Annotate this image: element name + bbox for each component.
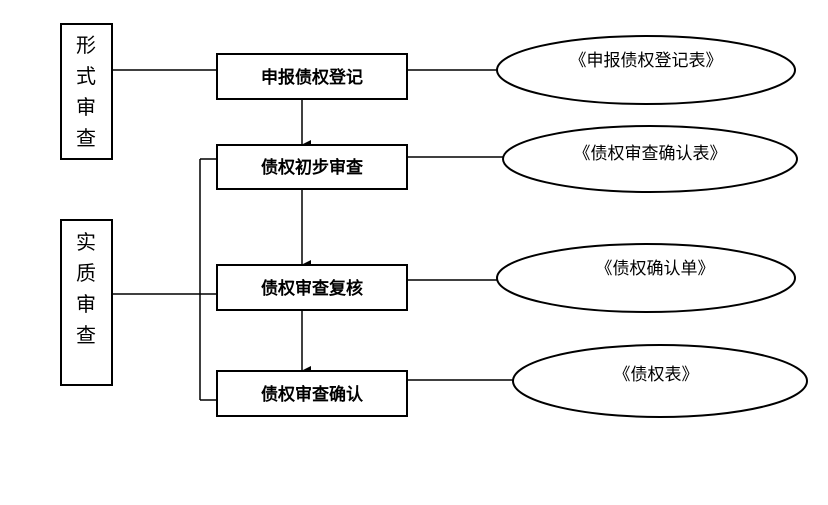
document-label: 《债权表》 bbox=[614, 365, 699, 385]
step-label: 申报债权登记 bbox=[261, 67, 363, 88]
step-box-4 bbox=[216, 370, 408, 417]
side-char: 审 bbox=[76, 95, 96, 119]
step-label: 债权审查确认 bbox=[261, 384, 364, 405]
connectors bbox=[112, 69, 513, 401]
side-char: 查 bbox=[76, 323, 96, 347]
document-ellipse-3 bbox=[496, 243, 796, 313]
side-char: 查 bbox=[76, 126, 96, 150]
document-label: 《债权审查确认表》 bbox=[574, 144, 727, 164]
step-box-2 bbox=[216, 144, 408, 190]
side-box-formal-review bbox=[60, 23, 113, 160]
document-label: 《申报债权登记表》 bbox=[570, 51, 723, 71]
side-group-formal-review: 形 式 审 查 bbox=[60, 23, 113, 160]
side-group-substantive-review: 实 质 审 查 bbox=[60, 219, 113, 386]
process-steps: 申报债权登记 债权初步审查 债权审查复核 债权审查确认 bbox=[216, 53, 408, 417]
side-char: 式 bbox=[76, 64, 96, 88]
step-label: 债权审查复核 bbox=[261, 278, 363, 299]
side-char: 实 bbox=[76, 230, 96, 254]
document-ellipse-4 bbox=[512, 344, 808, 418]
document-label: 《债权确认单》 bbox=[596, 259, 715, 279]
side-box-substantive-review bbox=[60, 219, 113, 386]
side-char: 质 bbox=[76, 261, 96, 285]
document-ellipse-1 bbox=[496, 35, 796, 105]
step-label: 债权初步审查 bbox=[261, 157, 364, 178]
side-char: 审 bbox=[76, 292, 96, 316]
documents: 《申报债权登记表》 《债权审查确认表》 《债权确认单》 《债权表》 bbox=[496, 35, 808, 418]
step-box-1 bbox=[216, 53, 408, 100]
step-box-3 bbox=[216, 264, 408, 311]
side-char: 形 bbox=[76, 33, 96, 57]
document-ellipse-2 bbox=[502, 125, 798, 193]
